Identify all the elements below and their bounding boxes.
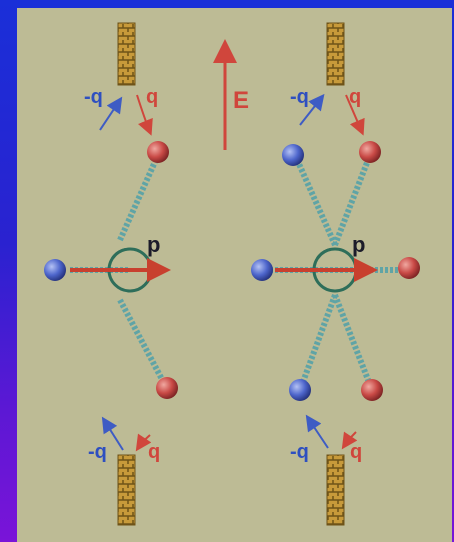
right-blue-ball-bottom [289,379,311,401]
right-chain-lower-right [332,293,375,392]
right-top-pos-label: q [349,86,361,108]
left-top-pos-label: q [146,86,158,108]
right-red-ball-side [398,257,420,279]
right-top-neg-label: -q [290,86,309,108]
left-red-ball-bottom [156,377,178,399]
panel-background [17,8,452,542]
left-chain-lower [117,298,168,387]
left-top-neg-arrow [99,96,123,131]
right-ring-rotation-icon [316,248,332,259]
left-red-ball-top [147,141,169,163]
right-red-ball-top [359,141,381,163]
right-bottom-pos-arrow [341,431,358,450]
left-top-wall [117,22,136,86]
left-bottom-wall [117,454,136,526]
right-bottom-pos-label: q [350,441,362,463]
left-chain-upper [117,153,161,242]
right-top-wall [326,22,345,86]
left-bottom-pos-label: q [148,441,160,463]
left-top-pos-arrow [136,94,153,136]
left-bottom-pos-arrow [135,433,152,452]
left-bottom-neg-label: -q [88,441,107,463]
right-molecule [251,141,420,401]
right-chain-upper-left [292,153,338,247]
left-ring-rotation-icon [111,248,127,259]
right-top-neg-arrow [299,93,325,126]
left-blue-ball-side [44,259,66,281]
right-blue-ball-side [251,259,273,281]
left-dipole-label: p [147,232,160,257]
right-bottom-neg-label: -q [290,441,309,463]
left-bottom-neg-arrow [101,416,124,451]
right-bottom-wall [326,454,345,526]
right-bottom-neg-arrow [305,414,329,449]
right-chain-lower-left [297,293,338,392]
right-blue-ball-top [282,144,304,166]
left-molecule [44,141,178,399]
right-chain-upper-right [332,153,373,247]
left-top-neg-label: -q [84,86,103,108]
field-label: E [233,87,249,114]
right-dipole-label: p [352,232,365,257]
right-red-ball-bottom [361,379,383,401]
right-top-pos-arrow [345,94,365,136]
